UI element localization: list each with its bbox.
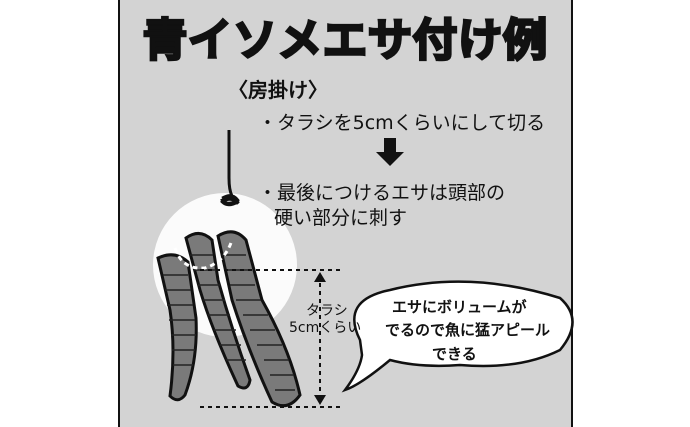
bubble-line-2: でるので魚に猛アピール [385, 321, 551, 339]
worm-left [156, 253, 198, 402]
section-heading: 〈房掛け〉 [228, 78, 328, 102]
page-title: 青イソメエサ付け例 [142, 14, 549, 68]
arrow-down [314, 395, 326, 405]
step-2-cont: 硬い部分に刺す [274, 207, 408, 229]
down-arrow-icon [376, 138, 404, 166]
fishing-line [227, 130, 234, 197]
speech-bubble [341, 280, 574, 393]
hook-knot [219, 194, 240, 207]
bubble-line-3: できる [432, 345, 477, 363]
dimension-label-top: タラシ [306, 303, 348, 319]
hook-path [173, 239, 234, 270]
worm-right [216, 230, 302, 408]
worm-middle [184, 232, 252, 390]
bubble-line-1: エサにボリュームが [392, 298, 527, 316]
step-2: ・最後につけるエサは頭部の [258, 182, 506, 204]
dimension-label-bottom: 5cmくらい [289, 320, 362, 336]
step-1: ・タラシを5cmくらいにして切る [258, 112, 546, 134]
arrow-up [314, 272, 326, 282]
